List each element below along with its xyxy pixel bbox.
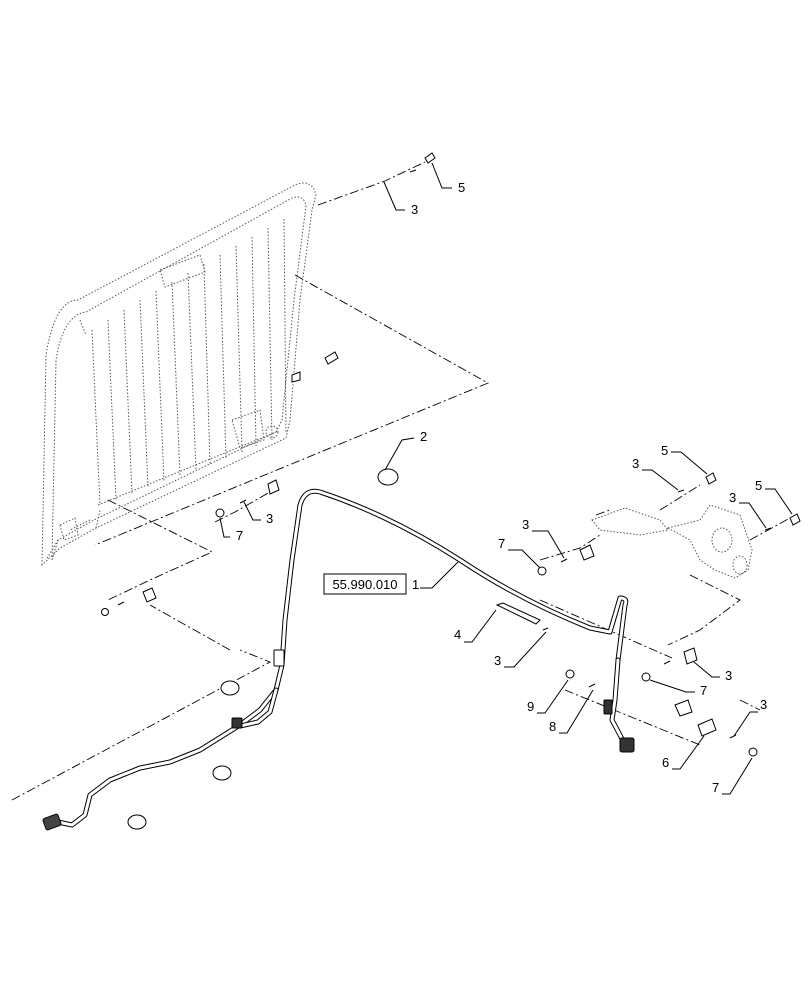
callout-label: 5	[661, 443, 668, 458]
callout-3-right-lower: 3	[693, 661, 732, 683]
callout-7-bottom-right: 7	[712, 757, 753, 795]
hardware	[101, 152, 801, 830]
callout-label: 3	[522, 517, 529, 532]
callout-3-left: 3	[243, 501, 273, 526]
callout-label: 4	[454, 627, 461, 642]
callout-9: 9	[527, 679, 569, 714]
callout-5-mid-right: 5	[661, 443, 708, 475]
callout-7-left: 7	[219, 517, 243, 543]
callout-label: 3	[494, 653, 501, 668]
callout-3-bottom-right: 3	[733, 697, 767, 737]
callout-label: 7	[236, 528, 243, 543]
rear-door-panel	[41, 182, 317, 567]
assembly-lines	[11, 161, 791, 801]
callout-label: 5	[458, 180, 465, 195]
callout-label: 6	[662, 755, 669, 770]
callout-label: 2	[420, 429, 427, 444]
callout-3-far-right: 3	[729, 490, 767, 529]
callout-3-top: 3	[383, 181, 418, 217]
reference-box	[323, 573, 407, 595]
callout-label: 3	[411, 202, 418, 217]
callout-1: 55.990.010 1	[323, 561, 459, 595]
callout-label: 5	[755, 478, 762, 493]
callout-8: 8	[549, 689, 594, 734]
callout-5-far-right: 5	[755, 478, 793, 515]
callout-label: 3	[725, 668, 732, 683]
callout-label: 7	[700, 683, 707, 698]
callout-7-center: 7	[498, 536, 541, 569]
callout-label: 7	[498, 536, 505, 551]
callout-7-right-lower: 7	[649, 679, 707, 698]
reference-box-label: 55.990.010	[332, 577, 397, 592]
callout-label: 3	[266, 511, 273, 526]
callout-3-mid-right: 3	[632, 456, 679, 491]
callout-4: 4	[454, 609, 497, 643]
callout-2: 2	[384, 429, 427, 471]
callout-label: 1	[412, 577, 419, 592]
callout-label: 8	[549, 719, 556, 734]
callout-6: 6	[662, 735, 705, 770]
callout-label: 3	[760, 697, 767, 712]
wire-harness	[42, 488, 635, 831]
callout-3-center: 3	[522, 517, 565, 559]
callout-label: 9	[527, 699, 534, 714]
callout-5-top: 5	[431, 162, 465, 195]
mount-bracket	[591, 504, 753, 579]
callout-3-mid: 3	[494, 631, 547, 668]
callout-label: 7	[712, 780, 719, 795]
callout-label: 3	[729, 490, 736, 505]
door-grill	[69, 218, 287, 531]
callout-label: 3	[632, 456, 639, 471]
